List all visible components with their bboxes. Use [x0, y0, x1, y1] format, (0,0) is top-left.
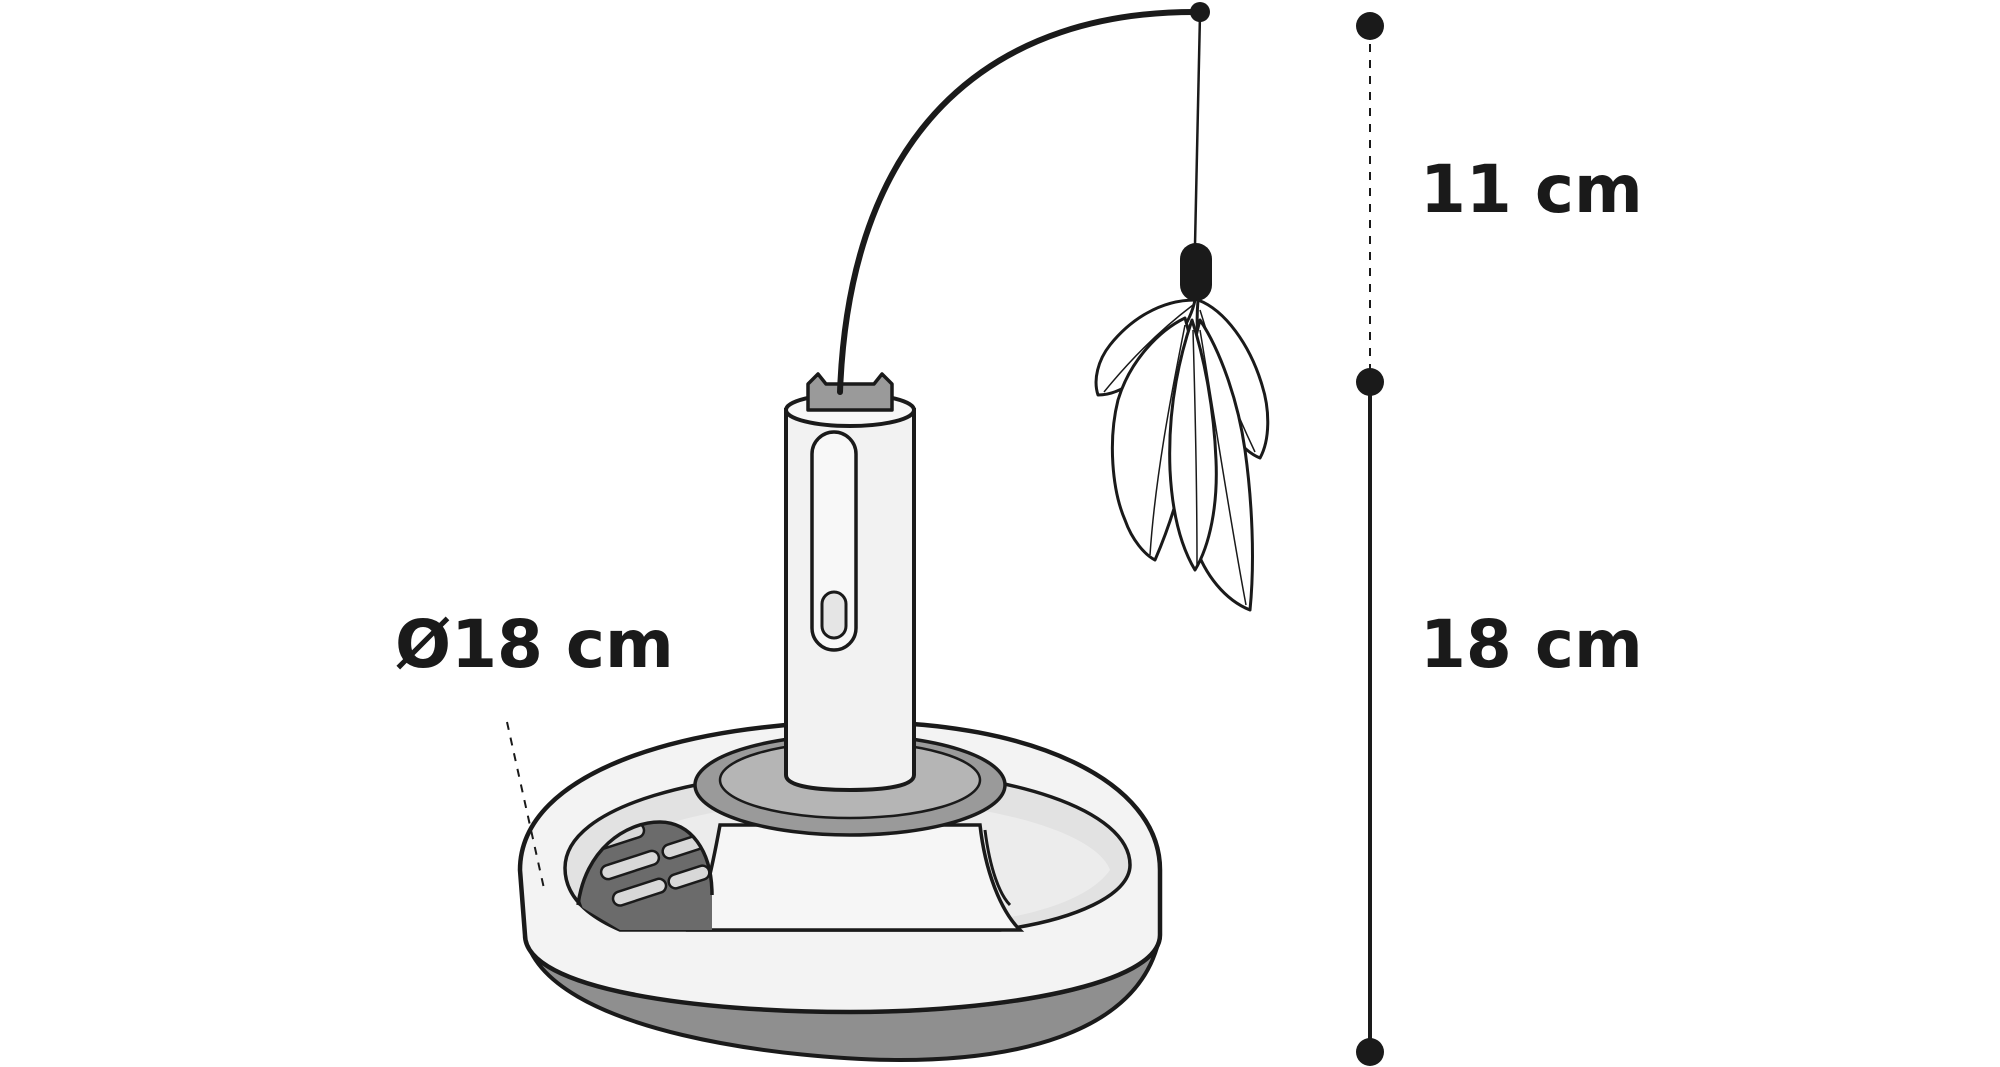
dimension-dot-bottom	[1356, 1038, 1384, 1066]
rod-height-label: 11 cm	[1420, 151, 1643, 228]
cat-cap-icon	[806, 372, 894, 412]
dimension-dot-top	[1356, 12, 1384, 40]
wand-tip	[1190, 2, 1210, 22]
base-diameter-label: Ø18 cm	[395, 606, 674, 683]
dimension-lines	[506, 12, 1384, 1066]
feather-clip	[1180, 243, 1212, 301]
wand-string	[1193, 13, 1202, 246]
feathers	[1094, 298, 1270, 612]
toy-pole	[784, 372, 916, 793]
diameter-leader-line	[506, 721, 546, 894]
base-center-hub	[685, 823, 1025, 932]
dimension-dot-middle	[1356, 368, 1384, 396]
base-height-label: 18 cm	[1420, 606, 1643, 683]
power-switch	[820, 590, 848, 640]
pole-slot	[810, 430, 858, 652]
wand-rod	[837, 8, 1203, 395]
track-ball	[576, 820, 714, 930]
toy-wand	[837, 2, 1212, 395]
